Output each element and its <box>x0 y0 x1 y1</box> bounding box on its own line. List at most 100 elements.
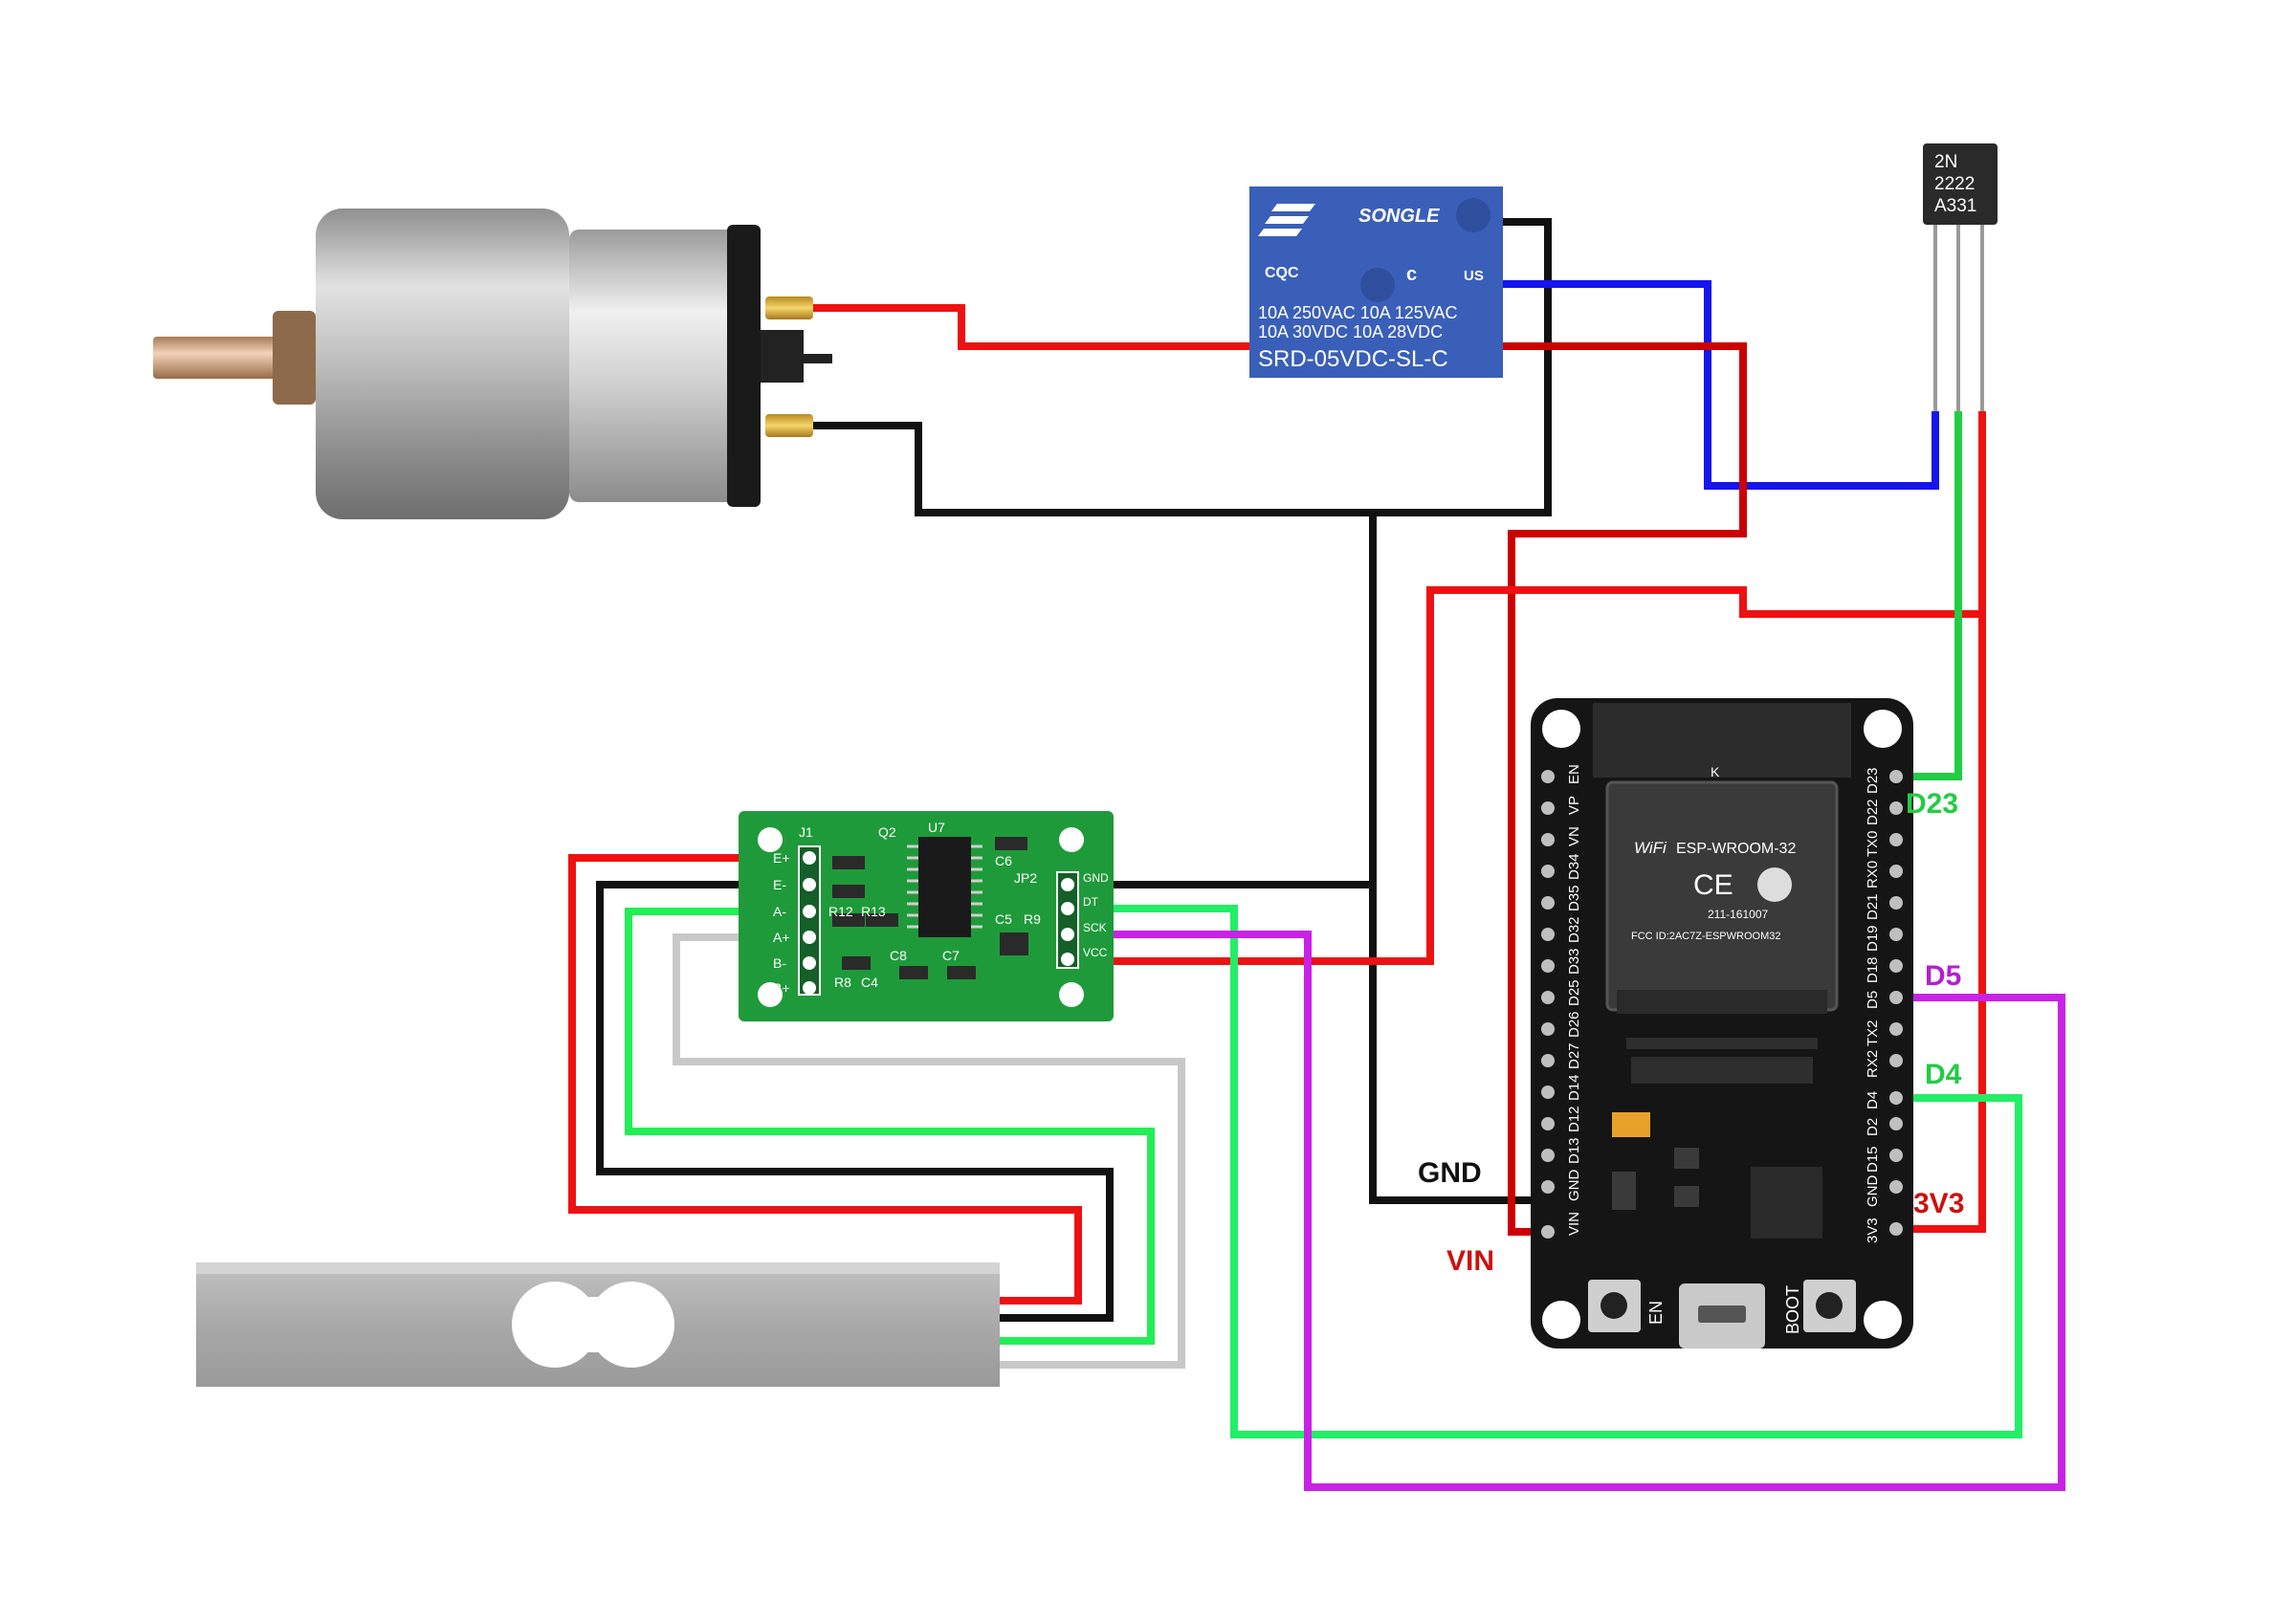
relay-module: SONGLE CQC c US 10A 250VAC 10A 125VAC 10… <box>1249 186 1503 378</box>
hx711-silk-r13: R13 <box>861 904 886 919</box>
esp32-pin-d5: D5 <box>1865 991 1881 1009</box>
hx711-hole-tr <box>1059 827 1084 852</box>
wire-gnd-bus-black <box>1369 509 1552 1204</box>
wire-loadcell-green <box>625 908 1155 1345</box>
transistor-line-1: 2N <box>1934 152 1957 172</box>
motor-tab <box>799 354 832 363</box>
load-cell-bar-icon <box>196 1262 1000 1387</box>
wire-loadcell-gray <box>673 933 1185 1369</box>
wire-relay-transistor-blue <box>1493 280 1939 490</box>
esp32-right-pin-holes <box>1889 770 1903 1236</box>
esp32-pin-d25: D25 <box>1566 979 1582 1006</box>
relay-mount-hole-top <box>1456 198 1490 232</box>
label-d5: D5 <box>1925 960 1961 992</box>
esp32-smd-1 <box>1674 1148 1699 1169</box>
esp32-wifi-logo: WiFi <box>1634 839 1667 857</box>
hx711-silk-c8: C8 <box>890 948 907 963</box>
esp32-pin-vp: VP <box>1566 796 1582 815</box>
esp32-pin-tx2: TX2 <box>1865 1020 1881 1046</box>
hx711-hole-br <box>1059 982 1084 1007</box>
esp32-usb-uart-chip <box>1751 1167 1822 1239</box>
esp32-hole-br <box>1864 1301 1902 1339</box>
wire-motor-relay-red <box>790 304 1257 350</box>
hx711-module: E+ E- A- A+ B- B+ GND DT SCK VCC J1 Q2 U… <box>739 811 1114 1021</box>
esp32-fcc: FCC ID:2AC7Z-ESPWROOM32 <box>1631 931 1780 942</box>
wire-hx-sck-d5-purple <box>1077 931 2065 1491</box>
motor-gearbox <box>316 208 569 519</box>
label-d23: D23 <box>1906 788 1958 820</box>
esp32-cert: 211-161007 <box>1708 908 1768 921</box>
esp32-pin-d15: D15 <box>1865 1146 1881 1173</box>
esp32-smd-2 <box>1674 1186 1699 1207</box>
motor-end-cap <box>727 225 761 507</box>
esp32-pin-d13: D13 <box>1566 1137 1582 1164</box>
hx711-hole-tl <box>758 827 783 852</box>
esp32-pin-vin: VIN <box>1566 1212 1582 1236</box>
hx711-silk-jp2: JP2 <box>1014 870 1037 886</box>
esp32-pin-vn: VN <box>1566 826 1582 846</box>
esp32-left-pin-holes <box>1541 770 1555 1239</box>
esp32-pin-en: EN <box>1566 764 1582 784</box>
hx711-pin-sck: SCK <box>1083 921 1107 934</box>
label-d4: D4 <box>1925 1059 1962 1090</box>
hx711-silk-r8: R8 <box>834 975 851 990</box>
hx711-silk-c6: C6 <box>995 853 1012 868</box>
esp32-pin-d33: D33 <box>1566 948 1582 975</box>
hx711-pin-gnd: GND <box>1083 871 1109 885</box>
hx711-silk-u7: U7 <box>928 820 945 835</box>
relay-mount-hole-mid <box>1360 268 1395 302</box>
esp32-tantalum-cap <box>1612 1112 1650 1137</box>
relay-rating-2: 10A 30VDC 10A 28VDC <box>1258 322 1443 341</box>
esp32-en-label: EN <box>1646 1301 1666 1325</box>
esp32-en-button-cap[interactable] <box>1601 1292 1627 1319</box>
load-cell-hole-bridge <box>555 1297 631 1352</box>
esp32-regulator <box>1612 1172 1636 1210</box>
wires <box>568 218 2065 1491</box>
esp32-pin-3v3: 3V3 <box>1865 1217 1881 1243</box>
esp32-pin-d21: D21 <box>1865 893 1881 920</box>
hx711-silk-c4: C4 <box>861 975 878 990</box>
esp32-pin-d2: D2 <box>1865 1118 1881 1136</box>
relay-model: SRD-05VDC-SL-C <box>1258 346 1448 372</box>
hx711-hole-bl <box>758 982 783 1007</box>
esp32-pin-d35: D35 <box>1566 885 1582 911</box>
esp32-espressif-logo-icon <box>1757 867 1792 902</box>
hx711-left-header <box>798 845 821 996</box>
hx711-pin-e-plus: E+ <box>773 850 790 866</box>
motor-can <box>569 230 746 502</box>
esp32-boot-button-cap[interactable] <box>1816 1292 1843 1319</box>
hx711-right-header <box>1056 871 1079 969</box>
esp32-pin-gnd-left: GND <box>1566 1170 1582 1202</box>
songle-logo-icon <box>1258 204 1315 236</box>
transistor-line-2: 2222 <box>1934 174 1975 194</box>
hx711-silk-j1: J1 <box>799 824 813 840</box>
esp32-module-shadow <box>1617 990 1827 1014</box>
hx711-silk-r9: R9 <box>1024 911 1041 927</box>
esp32-antenna <box>1593 703 1851 778</box>
esp32-pin-rx2: RX2 <box>1865 1050 1881 1078</box>
esp32-pin-d34: D34 <box>1566 853 1582 880</box>
esp32-pin-gnd-right: GND <box>1865 1175 1881 1208</box>
relay-ul-mark: c <box>1406 264 1417 285</box>
hx711-pin-e-minus: E- <box>773 877 786 892</box>
wire-motor-gnd-black <box>790 218 1552 516</box>
hx711-pin-vcc: VCC <box>1083 946 1108 959</box>
hx711-pin-a-minus: A- <box>773 904 786 919</box>
relay-cqc-mark: CQC <box>1265 265 1299 281</box>
hx711-pin-a-plus: A+ <box>773 930 790 945</box>
hx711-silk-r12: R12 <box>828 904 853 919</box>
esp32-pin-d4: D4 <box>1865 1091 1881 1109</box>
load-cell-top-face <box>196 1262 1000 1274</box>
esp32-devkit: K WiFi ESP-WROOM-32 CE 211-161007 FCC ID… <box>1531 698 1913 1349</box>
wire-loadcell-red <box>568 854 1082 1305</box>
esp32-pin-d32: D32 <box>1566 916 1582 943</box>
wire-relay-vin-darkred <box>1493 342 1747 1236</box>
transistor-2n2222: 2N 2222 A331 <box>1923 143 1998 411</box>
hx711-silk-c5: C5 <box>995 911 1012 927</box>
relay-brand: SONGLE <box>1358 206 1440 227</box>
relay-ul-us: US <box>1464 268 1484 284</box>
label-vin: VIN <box>1446 1245 1494 1277</box>
wire-hx-vcc-3v3-red <box>1077 586 1986 1233</box>
hx711-pin-b-plus: B+ <box>773 980 790 996</box>
